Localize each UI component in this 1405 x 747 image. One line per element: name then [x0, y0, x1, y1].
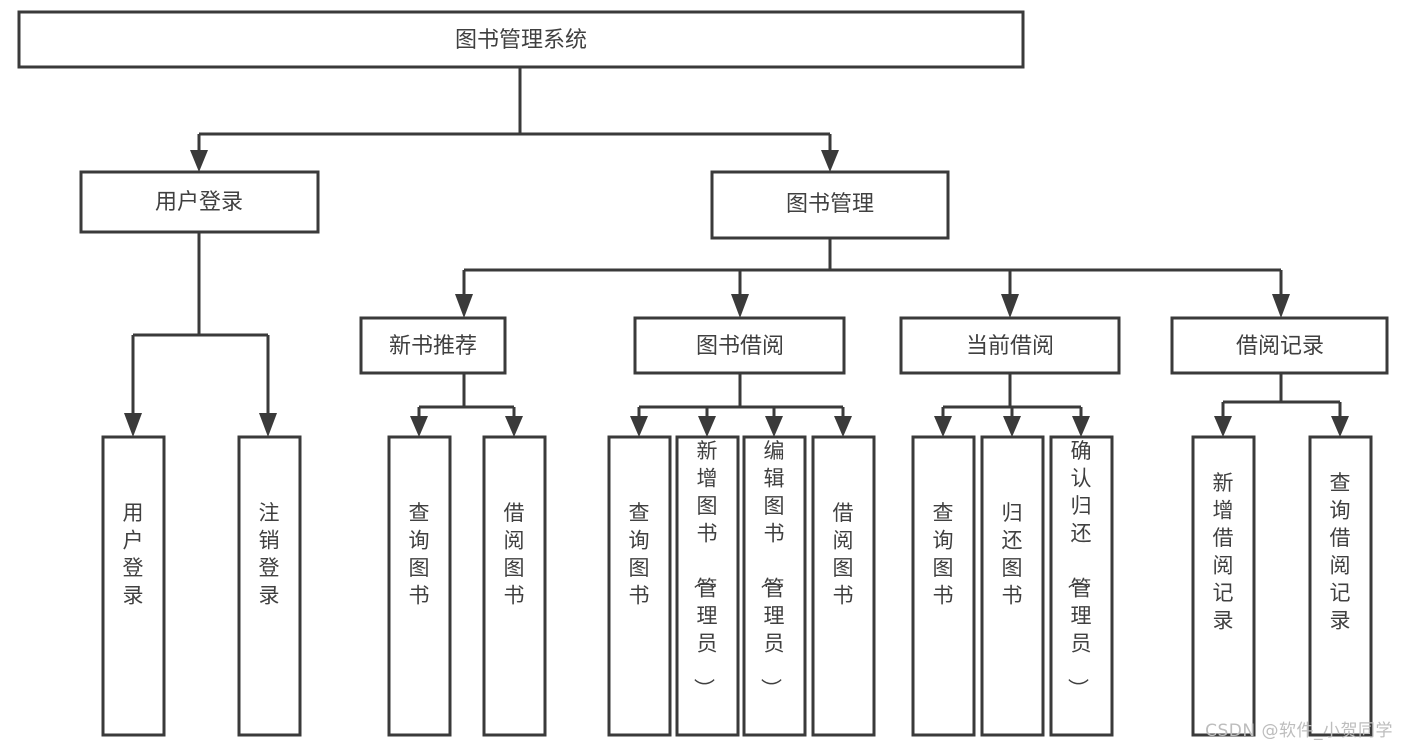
node-root-box[interactable]	[17, 10, 1025, 69]
node-book-borrow[interactable]: 图书借阅	[633, 316, 846, 375]
leaf-box-borrow-record-0[interactable]	[1191, 435, 1256, 737]
node-user-login-box[interactable]	[79, 170, 320, 234]
arrow-head-leaf-book-borrow-0	[630, 416, 648, 437]
arrow-head-user-login	[190, 150, 208, 172]
node-root-label: 图书管理系统	[455, 28, 587, 53]
csdn-watermark: CSDN @软件_小贺同学	[1205, 721, 1393, 741]
node-new-book-recommend-label: 新书推荐	[389, 334, 477, 359]
node-current-borrow-label: 当前借阅	[966, 334, 1054, 359]
node-borrow-record[interactable]: 借阅记录	[1170, 316, 1389, 375]
leaf-box-book-borrow-3[interactable]	[811, 435, 876, 737]
leaf-box-current-borrow-2[interactable]	[1049, 435, 1114, 737]
arrow-head-leaf-current-borrow-2	[1072, 416, 1090, 437]
arrow-head-book-mgmt	[821, 150, 839, 172]
leaf-group-user-login: 用户登录 注销登录	[101, 435, 302, 737]
leaf-label-book-borrow-3: 借阅图书	[833, 501, 854, 608]
arrow-head-leaf-borrow-record-1	[1331, 416, 1349, 437]
arrow-head-leaf-new-book-1	[505, 416, 523, 437]
node-current-borrow-box[interactable]	[899, 316, 1121, 375]
leaf-box-current-borrow-0[interactable]	[911, 435, 976, 737]
leaf-box-user-login-1[interactable]	[237, 435, 302, 737]
leaf-label-book-borrow-2: 编辑图书（管理员）	[759, 439, 785, 699]
leaf-box-new-book-0[interactable]	[387, 435, 452, 737]
node-borrow-record-box[interactable]	[1170, 316, 1389, 375]
leaf-label-current-borrow-0: 查询图书	[933, 501, 954, 608]
connector-group-book-mgmt	[455, 238, 1290, 318]
connector-group-current-borrow	[934, 373, 1090, 437]
connector-group-new-book	[410, 373, 523, 437]
leaf-group-book-borrow: 查询图书 新增图书（管理员） 编辑图书（管理员） 借阅图书	[607, 435, 876, 737]
arrow-head-leaf-current-borrow-0	[934, 416, 952, 437]
arrow-head-leaf-user-login-1	[259, 413, 277, 437]
arrow-head-leaf-user-login-0	[124, 413, 142, 437]
leaf-box-current-borrow-1[interactable]	[980, 435, 1045, 737]
node-current-borrow[interactable]: 当前借阅	[899, 316, 1121, 375]
leaf-box-borrow-record-1[interactable]	[1308, 435, 1373, 737]
arrow-head-leaf-book-borrow-1	[698, 416, 716, 437]
node-book-management-label: 图书管理	[786, 192, 874, 217]
arrow-head-l3-0	[455, 294, 473, 318]
leaf-label-user-login-1: 注销登录	[259, 501, 280, 608]
leaf-label-current-borrow-2: 确认归还（管理员）	[1066, 439, 1092, 699]
node-book-borrow-label: 图书借阅	[696, 334, 784, 359]
leaf-label-user-login-0: 用户登录	[123, 501, 144, 608]
arrow-head-leaf-current-borrow-1	[1003, 416, 1021, 437]
arrow-head-l3-1	[731, 294, 749, 318]
leaf-box-user-login-0[interactable]	[101, 435, 166, 737]
node-new-book-recommend-box[interactable]	[359, 316, 507, 375]
leaf-group-new-book-recommend: 查询图书 借阅图书	[387, 435, 547, 737]
arrow-head-leaf-book-borrow-2	[765, 416, 783, 437]
node-borrow-record-label: 借阅记录	[1236, 334, 1324, 359]
node-book-management-box[interactable]	[710, 170, 950, 240]
node-root[interactable]: 图书管理系统	[17, 10, 1025, 69]
node-book-borrow-box[interactable]	[633, 316, 846, 375]
arrow-head-leaf-borrow-record-0	[1214, 416, 1232, 437]
leaf-group-current-borrow: 查询图书 归还图书 确认归还（管理员）	[911, 435, 1114, 737]
leaf-box-book-borrow-2[interactable]	[742, 435, 807, 737]
leaf-label-new-book-0: 查询图书	[409, 501, 430, 608]
leaf-label-book-borrow-0: 查询图书	[629, 501, 650, 608]
leaf-box-book-borrow-0[interactable]	[607, 435, 672, 737]
arrow-head-l3-3	[1272, 294, 1290, 318]
connector-group-root	[190, 68, 839, 172]
leaf-label-borrow-record-1: 查询借阅记录	[1330, 471, 1351, 633]
leaf-box-book-borrow-1[interactable]	[675, 435, 740, 737]
leaf-box-new-book-1[interactable]	[482, 435, 547, 737]
connector-group-book-borrow	[630, 373, 852, 437]
leaf-label-new-book-1: 借阅图书	[504, 501, 525, 608]
node-user-login-label: 用户登录	[155, 190, 243, 215]
connector-group-user-login	[124, 232, 277, 437]
node-new-book-recommend[interactable]: 新书推荐	[359, 316, 507, 375]
arrow-head-l3-2	[1001, 294, 1019, 318]
node-user-login[interactable]: 用户登录	[79, 170, 320, 234]
leaf-group-borrow-record: 新增借阅记录 查询借阅记录	[1191, 435, 1373, 737]
leaf-label-book-borrow-1: 新增图书（管理员）	[692, 439, 718, 699]
arrow-head-leaf-new-book-0	[410, 416, 428, 437]
leaf-label-current-borrow-1: 归还图书	[1002, 501, 1023, 608]
connector-group-borrow-record	[1214, 373, 1349, 437]
arrow-head-leaf-book-borrow-3	[834, 416, 852, 437]
node-book-management[interactable]: 图书管理	[710, 170, 950, 240]
leaf-label-borrow-record-0: 新增借阅记录	[1213, 471, 1234, 633]
